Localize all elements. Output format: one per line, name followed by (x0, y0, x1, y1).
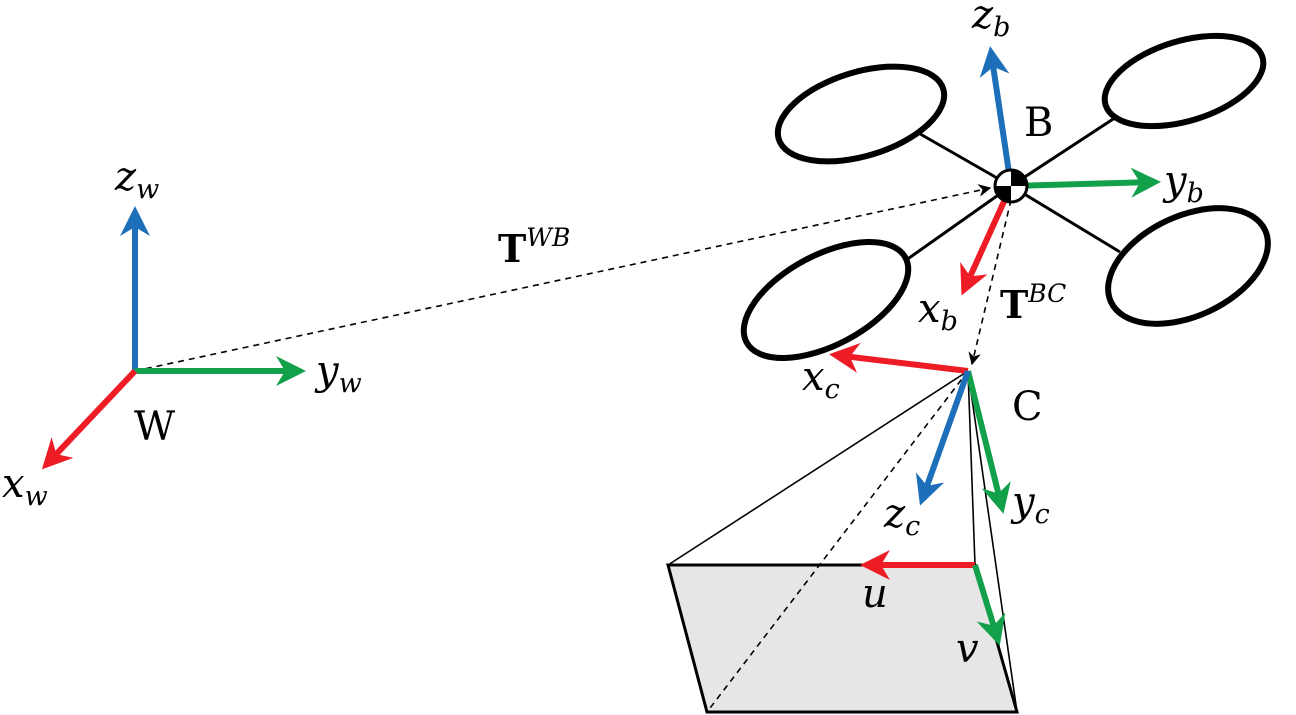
image-v-axis (972, 564, 1006, 646)
frustum-edge-hidden (706, 370, 969, 713)
arm-front-left (914, 129, 1012, 188)
frustum-edge-left (667, 370, 969, 566)
world-x-axis (41, 368, 138, 470)
body-y-label: yb (1162, 158, 1204, 209)
frustum-edge-bottom-right (967, 370, 1018, 713)
body-x-label: xb (918, 286, 958, 337)
quadrotor-propeller-icon (740, 239, 912, 361)
frustum-edge-top-right (967, 370, 976, 566)
camera-y-axis (965, 370, 1011, 514)
arm-rear-left (901, 184, 1012, 265)
body-z-label: zb (971, 0, 1010, 43)
arm-rear-right (1010, 184, 1121, 254)
image-frame (860, 550, 1006, 646)
body-x-axis (960, 184, 1014, 296)
body-z-axis (979, 46, 1014, 187)
body-frame (960, 46, 1161, 296)
camera-z-label: zc (883, 491, 920, 542)
camera-frame (829, 342, 1011, 514)
quadrotor-body (740, 32, 1271, 361)
image-v-label: v (956, 626, 979, 672)
quadrotor-propeller-icon (1105, 205, 1271, 327)
image-u-label: u (862, 571, 888, 617)
center-of-mass-icon (993, 168, 1029, 204)
world-frame (41, 206, 306, 470)
body-frame-name: B (1024, 100, 1053, 146)
camera-x-axis (829, 342, 969, 374)
quadrotor-propeller-icon (1101, 32, 1267, 130)
quadrotor-propeller-icon (774, 63, 948, 165)
camera-frustum (666, 370, 1019, 714)
camera-x-label: xc (802, 354, 840, 405)
body-y-axis (1010, 167, 1161, 198)
camera-frame-name: C (1012, 384, 1043, 430)
transform-wb-arrow (134, 184, 992, 372)
world-frame-name: W (134, 404, 175, 450)
transform-wb-label: TWB (498, 223, 570, 271)
world-z-label: zw (114, 154, 159, 205)
camera-z-axis (915, 369, 971, 506)
camera-y-label: yc (1010, 479, 1050, 530)
world-y-label: yw (314, 348, 362, 399)
transform-bc-label: TBC (1000, 279, 1066, 327)
world-x-label: xw (2, 461, 48, 512)
